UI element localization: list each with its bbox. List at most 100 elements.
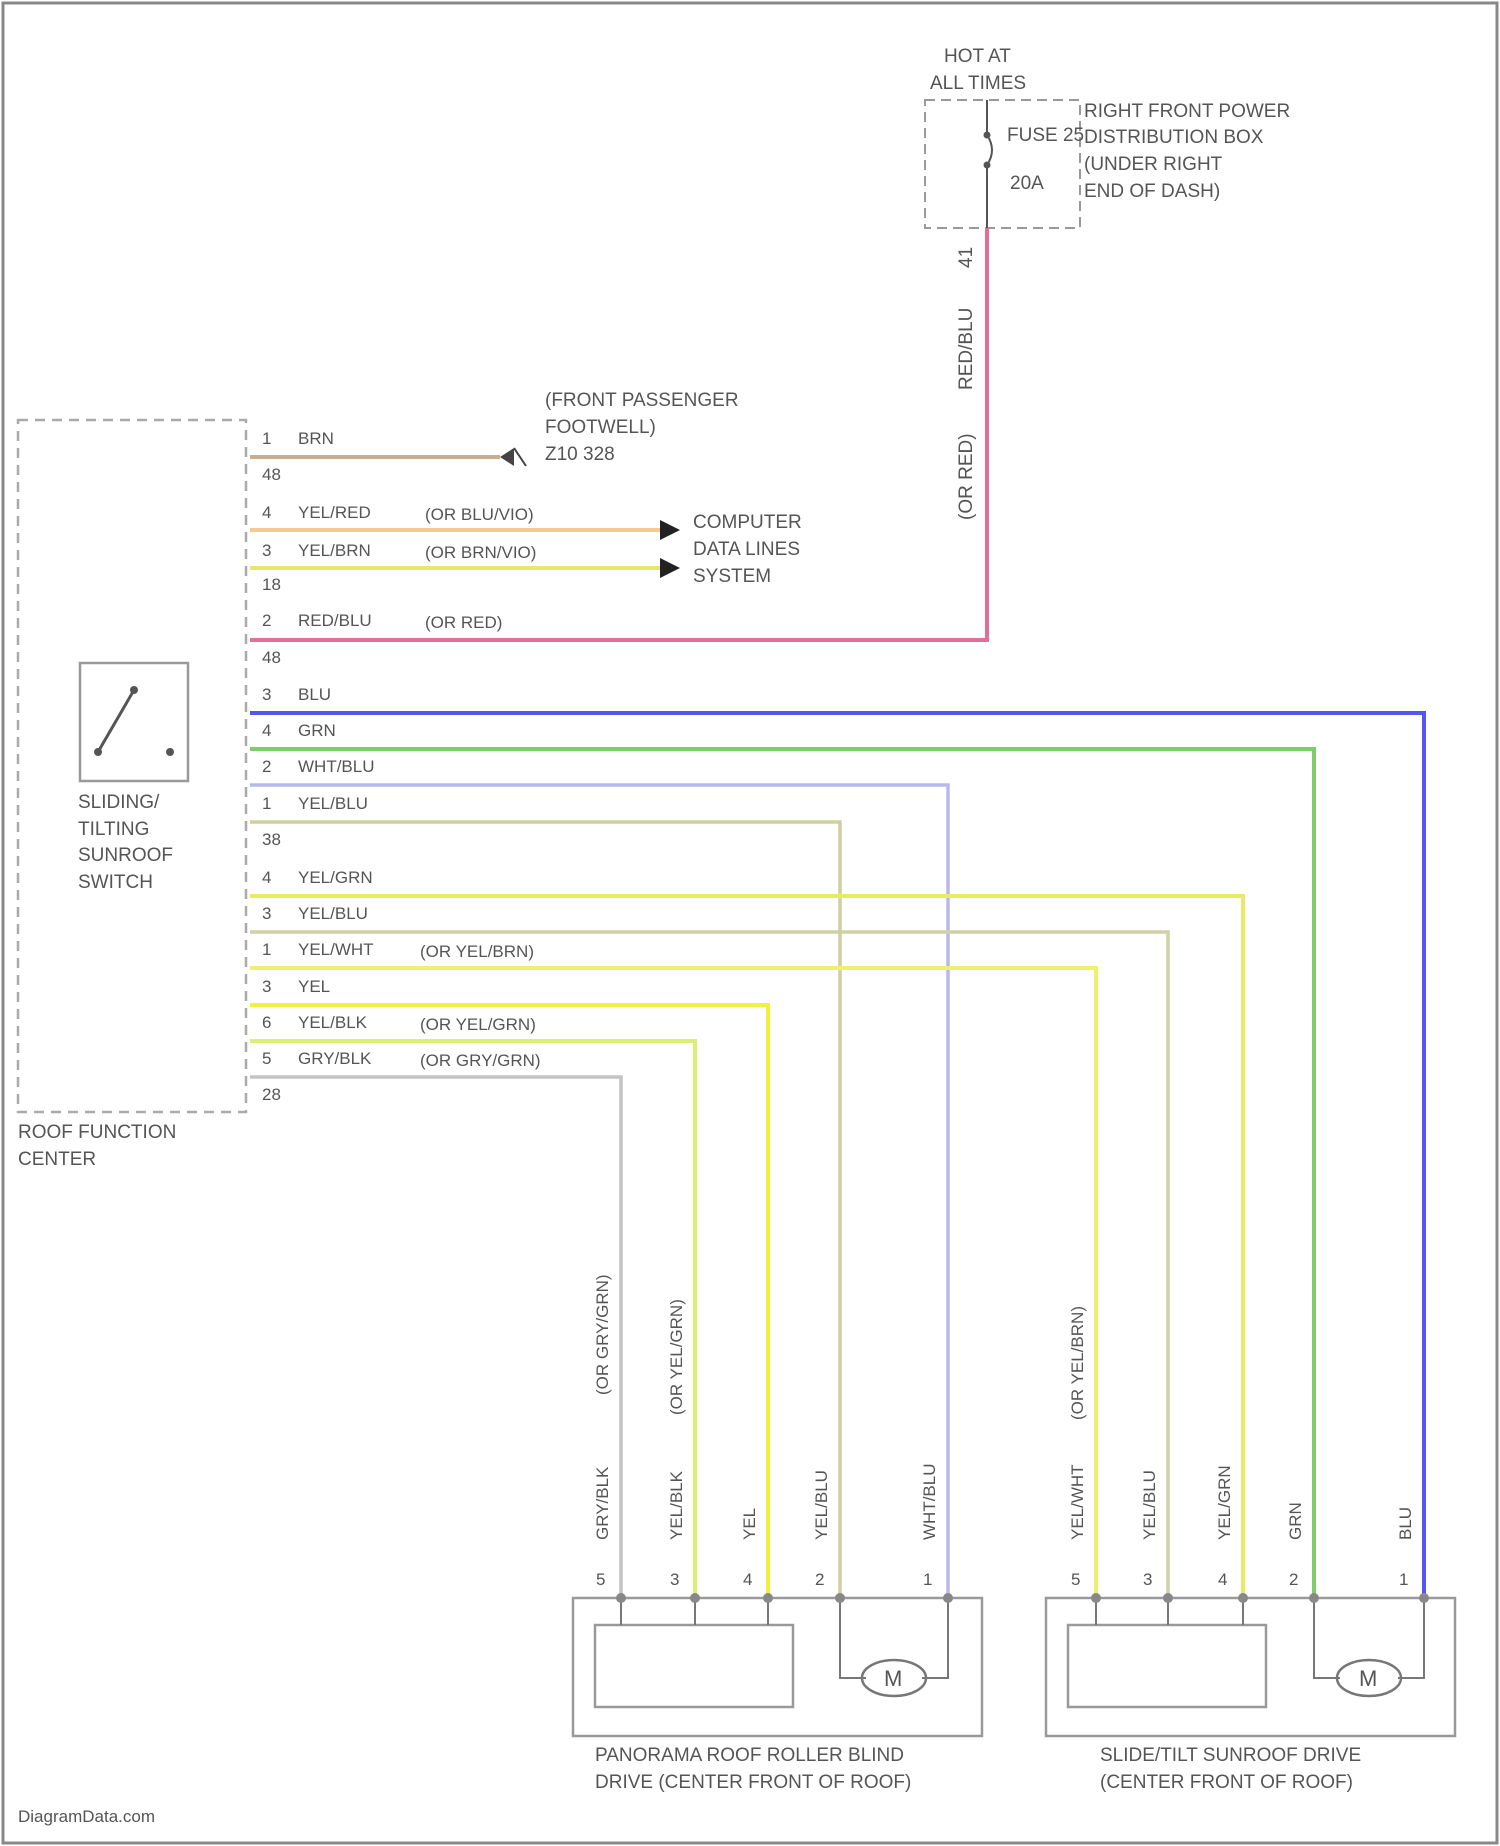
wire-alt-label: (OR BLU/VIO) bbox=[425, 505, 534, 524]
slide-tilt-label-2: (CENTER FRONT OF ROOF) bbox=[1100, 1772, 1353, 1793]
slide-tilt-module bbox=[1068, 1625, 1266, 1707]
wire-label: BRN bbox=[298, 429, 334, 448]
ground-label-1: (FRONT PASSENGER bbox=[545, 390, 739, 411]
wire-alt-label: (OR BRN/VIO) bbox=[425, 543, 536, 562]
pin-label: 3 bbox=[262, 977, 271, 996]
wire-label: YEL/BRN bbox=[298, 541, 371, 560]
external-labels: (FRONT PASSENGER FOOTWELL) Z10 328 COMPU… bbox=[545, 390, 802, 587]
pin-num: 4 bbox=[1218, 1570, 1227, 1589]
pin-label: 4 bbox=[262, 503, 271, 522]
wire-label-vertical: WHT/BLU bbox=[920, 1464, 939, 1541]
pin-label: 3 bbox=[262, 904, 271, 923]
wire-label-vertical: YEL bbox=[740, 1508, 759, 1540]
pin-num: 1 bbox=[923, 1570, 932, 1589]
wire-yel bbox=[250, 1005, 768, 1598]
wire-label: BLU bbox=[298, 685, 331, 704]
wire-label: WHT/BLU bbox=[298, 757, 375, 776]
pin-label: 3 bbox=[262, 685, 271, 704]
wire-label: YEL/BLU bbox=[298, 794, 368, 813]
data-lines-label-2: DATA LINES bbox=[693, 539, 800, 560]
fuse-box-outline bbox=[925, 100, 1080, 228]
fuse-location-2: DISTRIBUTION BOX bbox=[1084, 127, 1264, 148]
fuse-icon bbox=[987, 135, 992, 165]
wire-blu bbox=[250, 713, 1424, 1598]
pin-label: 4 bbox=[262, 721, 271, 740]
pin-num: 2 bbox=[1289, 1570, 1298, 1589]
wire-alt-vertical: (OR GRY/GRN) bbox=[593, 1274, 612, 1395]
switch-lever-icon bbox=[98, 690, 134, 752]
wire-alt-label: (OR RED) bbox=[425, 613, 502, 632]
fuse-out-pin: 41 bbox=[956, 247, 977, 268]
panorama-label-2: DRIVE (CENTER FRONT OF ROOF) bbox=[595, 1772, 911, 1793]
wire-label: YEL bbox=[298, 977, 330, 996]
pin-num: 5 bbox=[1071, 1570, 1080, 1589]
wire-label: GRY/BLK bbox=[298, 1049, 372, 1068]
fuse-name: FUSE 25 bbox=[1007, 125, 1084, 146]
pin-num: 3 bbox=[670, 1570, 679, 1589]
wire-yel-blu-1 bbox=[250, 822, 840, 1598]
wire-label-vertical: YEL/BLU bbox=[1140, 1470, 1159, 1540]
pin-label: 1 bbox=[262, 794, 271, 813]
roof-function-center: ROOF FUNCTION CENTER SLIDING/ TILTING SU… bbox=[18, 420, 281, 1170]
hot-line2: ALL TIMES bbox=[930, 73, 1026, 94]
pin-num: 2 bbox=[815, 1570, 824, 1589]
data-arrow-icon-1 bbox=[660, 520, 680, 540]
wire-alt-vertical: (OR YEL/GRN) bbox=[667, 1299, 686, 1415]
pin-label: 6 bbox=[262, 1013, 271, 1032]
pin-label: 1 bbox=[262, 429, 271, 448]
rfc-label-1: ROOF FUNCTION bbox=[18, 1122, 176, 1143]
diagram-border bbox=[3, 3, 1497, 1843]
panorama-drive: M 5 3 4 2 1 GRY/BLK (OR GRY/GRN) YEL/BLK… bbox=[573, 1274, 982, 1793]
wires bbox=[250, 228, 1424, 1598]
panorama-module bbox=[595, 1625, 793, 1707]
wire-label: YEL/BLU bbox=[298, 904, 368, 923]
fuse-block: HOT AT ALL TIMES FUSE 25 20A RIGHT FRONT… bbox=[925, 46, 1290, 520]
connector-label-3: 48 bbox=[262, 648, 281, 667]
wire-label-vertical: BLU bbox=[1396, 1507, 1415, 1540]
wire-label: GRN bbox=[298, 721, 336, 740]
fuse-location-3: (UNDER RIGHT bbox=[1084, 154, 1223, 175]
wire-alt-label: (OR YEL/BRN) bbox=[420, 942, 534, 961]
data-lines-label-1: COMPUTER bbox=[693, 512, 802, 533]
wire-label-vertical: YEL/WHT bbox=[1068, 1464, 1087, 1540]
fuse-wire-color: RED/BLU bbox=[956, 308, 977, 390]
pin-num: 4 bbox=[743, 1570, 752, 1589]
motor-label: M bbox=[884, 1666, 902, 1691]
pin-label: 1 bbox=[262, 940, 271, 959]
wire-gry-blk bbox=[250, 1077, 621, 1598]
ground-arrow-icon bbox=[500, 448, 514, 466]
wire-alt-vertical: (OR YEL/BRN) bbox=[1068, 1306, 1087, 1420]
motor-label: M bbox=[1359, 1666, 1377, 1691]
wire-label: YEL/RED bbox=[298, 503, 371, 522]
pin-label: 4 bbox=[262, 868, 271, 887]
wire-label-vertical: YEL/GRN bbox=[1215, 1465, 1234, 1540]
switch-label-2: TILTING bbox=[78, 819, 149, 840]
fuse-location-1: RIGHT FRONT POWER bbox=[1084, 101, 1290, 122]
connector-label-2: 18 bbox=[262, 575, 281, 594]
data-lines-label-3: SYSTEM bbox=[693, 566, 771, 587]
slide-tilt-label-1: SLIDE/TILT SUNROOF DRIVE bbox=[1100, 1745, 1361, 1766]
hot-line1: HOT AT bbox=[944, 46, 1011, 67]
slide-tilt-drive: M 5 3 4 2 1 YEL/WHT (OR YEL/BRN) YEL/BLU… bbox=[1046, 1306, 1455, 1793]
ground-label-2: FOOTWELL) bbox=[545, 417, 656, 438]
wire-label-vertical: YEL/BLU bbox=[812, 1470, 831, 1540]
connector-label-4: 38 bbox=[262, 830, 281, 849]
wire-alt-label: (OR YEL/GRN) bbox=[420, 1015, 536, 1034]
pin-num: 3 bbox=[1143, 1570, 1152, 1589]
watermark: DiagramData.com bbox=[18, 1807, 155, 1826]
wire-label: RED/BLU bbox=[298, 611, 372, 630]
switch-label-1: SLIDING/ bbox=[78, 792, 160, 813]
ground-label-3: Z10 328 bbox=[545, 444, 615, 465]
fuse-location-4: END OF DASH) bbox=[1084, 181, 1220, 202]
wire-label-vertical: GRY/BLK bbox=[593, 1466, 612, 1540]
wire-alt-label: (OR GRY/GRN) bbox=[420, 1051, 541, 1070]
pin-label: 2 bbox=[262, 611, 271, 630]
data-arrow-icon-2 bbox=[660, 558, 680, 578]
rfc-outline bbox=[18, 420, 246, 1112]
fuse-wire-alt: (OR RED) bbox=[956, 433, 977, 520]
wire-yel-blk bbox=[250, 1041, 695, 1598]
wire-label-vertical: YEL/BLK bbox=[667, 1470, 686, 1540]
switch-box bbox=[80, 663, 188, 781]
pin-num: 5 bbox=[596, 1570, 605, 1589]
